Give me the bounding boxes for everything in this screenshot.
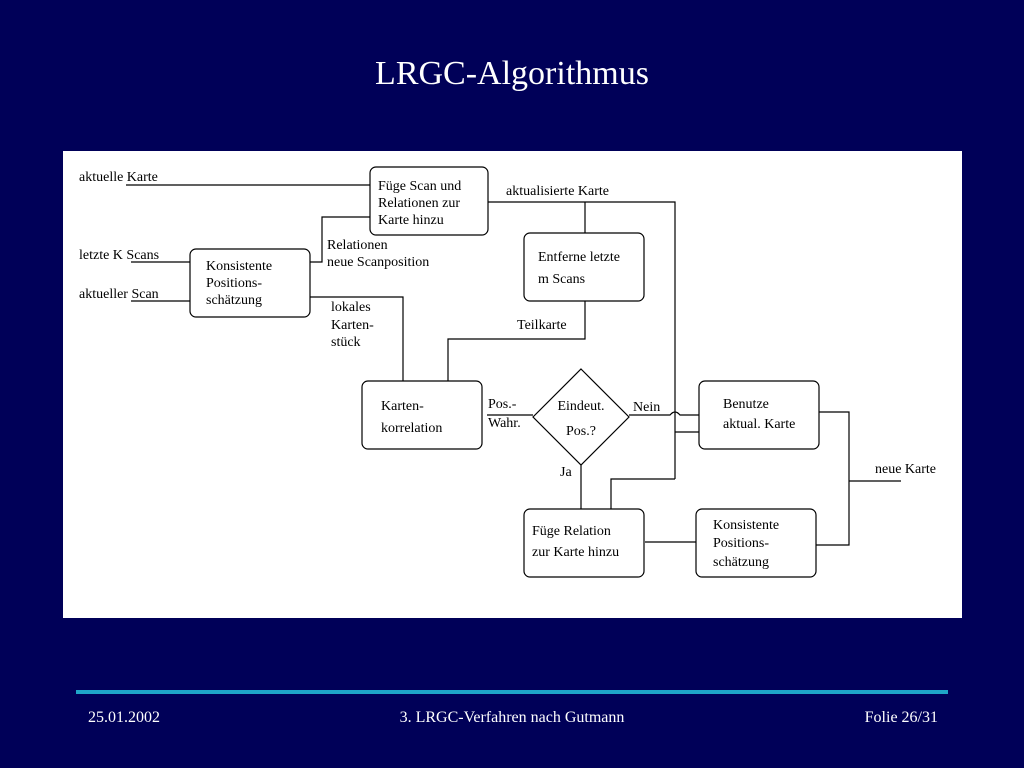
label-nein: Nein <box>633 400 660 415</box>
flowchart-svg: aktuelle Karte letzte K Scans aktueller … <box>79 166 936 578</box>
box-konsistente-2-line-3: schätzung <box>713 555 769 570</box>
flowchart-panel: aktuelle Karte letzte K Scans aktueller … <box>63 151 962 618</box>
label-pos-wahr-line-1: Pos.- <box>488 397 517 412</box>
box-fuege-relation <box>523 508 645 578</box>
box-konsistente-1 <box>189 248 311 318</box>
box-shapes <box>189 166 820 578</box>
decision-diamond <box>532 368 630 466</box>
box-karten-korrelation <box>361 380 483 450</box>
box-fuege-relation-line-2: zur Karte hinzu <box>532 545 619 560</box>
box-konsistente-1-line-3: schätzung <box>206 293 262 308</box>
box-konsistente-2 <box>695 508 817 578</box>
box-fuege-relation-line-1: Füge Relation <box>532 524 611 539</box>
label-lokales-line-2: Karten- <box>331 318 374 333</box>
label-neue-karte: neue Karte <box>875 462 936 477</box>
label-pos-wahr-line-2: Wahr. <box>488 416 521 431</box>
footer-date: 25.01.2002 <box>88 709 160 726</box>
slide-title: LRGC-Algorithmus <box>375 55 649 92</box>
label-teilkarte: Teilkarte <box>517 318 567 333</box>
box-konsistente-2-line-1: Konsistente <box>713 518 779 533</box>
decision-line-1: Eindeut. <box>557 399 604 414</box>
label-lokales-line-1: lokales <box>331 300 371 315</box>
connector-lines <box>126 184 901 546</box>
box-konsistente-2-line-2: Positions- <box>713 536 769 551</box>
label-aktualisierte-karte: aktualisierte Karte <box>506 184 609 199</box>
box-fuege-scan <box>369 166 489 236</box>
box-benutze-line-1: Benutze <box>723 397 769 412</box>
box-fuege-scan-line-2: Relationen zur <box>378 196 460 211</box>
box-konsistente-1-line-2: Positions- <box>206 276 262 291</box>
label-lokales-line-3: stück <box>331 335 361 350</box>
box-entferne-line-2: m Scans <box>538 272 585 287</box>
footer-section-title: 3. LRGC-Verfahren nach Gutmann <box>399 709 625 726</box>
box-karten-korrelation-line-2: korrelation <box>381 421 442 436</box>
label-ja: Ja <box>560 465 572 480</box>
box-konsistente-1-line-1: Konsistente <box>206 259 272 274</box>
label-relationen-line-2: neue Scanposition <box>327 255 429 270</box>
footer-divider <box>76 690 948 694</box>
box-benutze-line-2: aktual. Karte <box>723 417 795 432</box>
box-karten-korrelation-line-1: Karten- <box>381 399 424 414</box>
box-fuege-scan-line-3: Karte hinzu <box>378 213 444 228</box>
decision-line-2: Pos.? <box>566 424 596 439</box>
label-letzte-k-scans: letzte K Scans <box>79 248 159 263</box>
label-aktuelle-karte: aktuelle Karte <box>79 170 158 185</box>
box-benutze <box>698 380 820 450</box>
footer-page-number: Folie 26/31 <box>864 709 938 726</box>
label-relationen-line-1: Relationen <box>327 238 388 253</box>
box-fuege-scan-line-1: Füge Scan und <box>378 179 461 194</box>
box-entferne-line-1: Entferne letzte <box>538 250 620 265</box>
box-entferne <box>523 232 645 302</box>
label-aktueller-scan: aktueller Scan <box>79 287 159 302</box>
